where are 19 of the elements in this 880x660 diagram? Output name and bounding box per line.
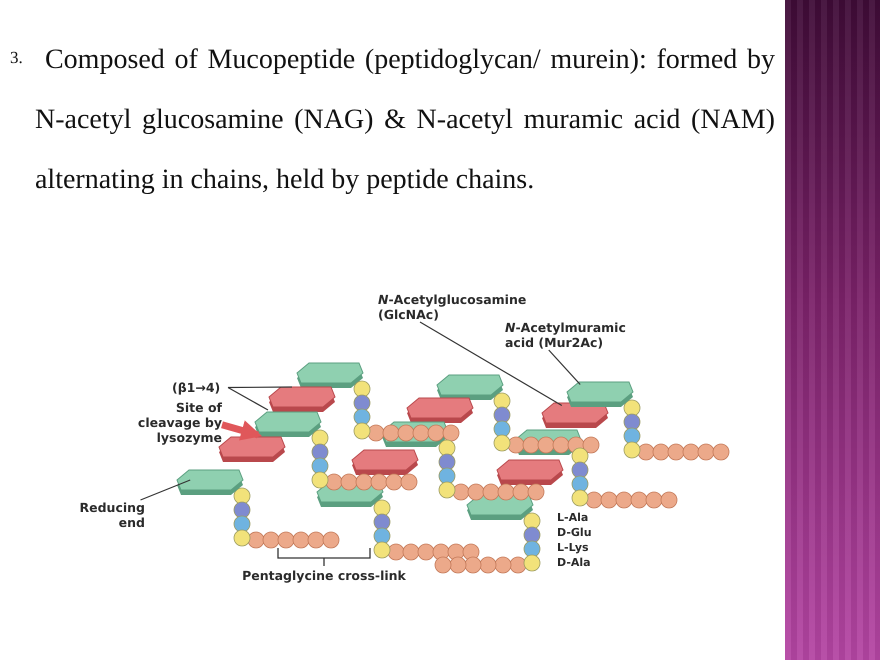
amino-acid-label: D-Ala: [557, 555, 591, 570]
leader-line: [228, 386, 268, 411]
list-number: 3.: [10, 48, 23, 68]
callout-label: N-Acetylglucosamine (GlcNAc): [378, 292, 528, 322]
sugar-hexagon: [566, 382, 634, 407]
leader-line: [140, 479, 190, 501]
paragraph: Composed of Mucopeptide (peptidoglycan/ murein): formed by N-acetyl glucosamine (NAG) & N-acetyl muramic acid (NAM) alternating in chains, held by peptide chains.: [35, 43, 775, 197]
callout-label: (β1→4): [172, 380, 228, 395]
leader-line: [228, 386, 292, 388]
leader-line: [420, 321, 562, 406]
leader-line: [548, 350, 581, 385]
callout-label: Reducing end: [55, 500, 145, 530]
callout-label: Site of cleavage by lysozyme: [117, 400, 222, 445]
sugar-hexagon: [176, 470, 244, 495]
amino-acid-label: D-Glu: [557, 525, 592, 540]
callout-label: N-Acetylmuramic acid (Mur2Ac): [505, 320, 630, 350]
amino-acid-label: L-Lys: [557, 540, 589, 555]
bracket-label: Pentaglycine cross-link: [241, 568, 407, 583]
amino-acid-label: L-Ala: [557, 510, 588, 525]
